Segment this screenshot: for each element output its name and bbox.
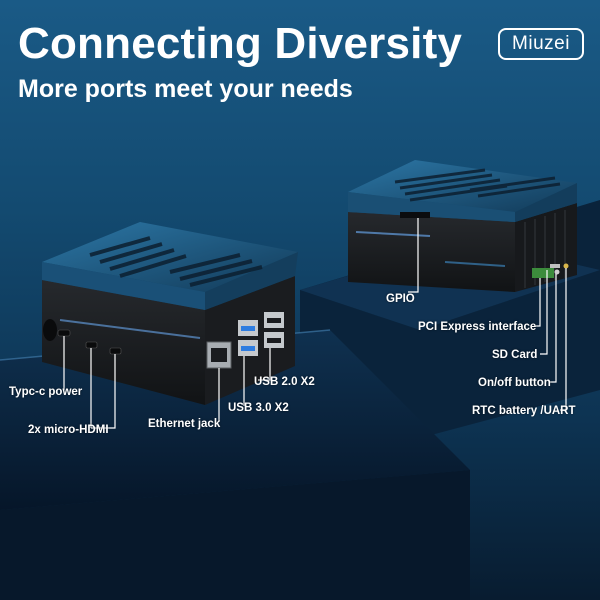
callout-sd-card: SD Card bbox=[492, 349, 538, 361]
right-case bbox=[348, 160, 577, 292]
callout-line-sd-card bbox=[540, 270, 548, 355]
brand-logo: Miuzei bbox=[498, 28, 584, 60]
right-case-led-strip-2 bbox=[444, 261, 506, 267]
usb3-port-2-tongue bbox=[241, 346, 255, 351]
callout-line-gpio bbox=[408, 218, 419, 293]
callout-pcie: PCI Express interface bbox=[418, 321, 537, 333]
left-case-lid-rim-side bbox=[205, 252, 298, 310]
typec-port bbox=[57, 329, 71, 337]
callout-line-usb2 bbox=[258, 348, 271, 381]
callout-typec-power: Typc-c power bbox=[9, 386, 83, 398]
callout-lines bbox=[63, 218, 567, 429]
callout-gpio: GPIO bbox=[386, 293, 415, 305]
ethernet-port-opening bbox=[211, 348, 227, 362]
left-lid-vents bbox=[89, 236, 263, 287]
left-case bbox=[42, 222, 298, 405]
left-case-lid-rim bbox=[42, 262, 205, 310]
on-off-button bbox=[554, 269, 560, 275]
right-case-lid-rim-side bbox=[515, 183, 577, 222]
sd-card-slot bbox=[550, 264, 560, 268]
subheadline: More ports meet your needs bbox=[18, 75, 353, 103]
left-case-led-strip bbox=[59, 319, 201, 339]
callout-line-micro-hdmi-2 bbox=[91, 354, 116, 429]
micro-hdmi-port-1 bbox=[85, 341, 98, 349]
callout-rtc-uart: RTC battery /UART bbox=[472, 405, 576, 417]
usb2-port-1-tongue bbox=[267, 318, 281, 323]
callout-on-off: On/off button bbox=[478, 377, 551, 389]
callout-line-pcie bbox=[536, 278, 541, 327]
right-case-front bbox=[348, 212, 515, 292]
micro-hdmi-port-2 bbox=[109, 347, 122, 355]
right-lid-vents bbox=[394, 168, 561, 202]
usb3-port-1-tongue bbox=[241, 326, 255, 331]
headline: Connecting Diversity bbox=[18, 19, 463, 68]
front-platform-face bbox=[0, 470, 470, 600]
gpio-header bbox=[400, 212, 430, 218]
rtc-battery-port bbox=[563, 263, 569, 269]
callout-ethernet: Ethernet jack bbox=[148, 418, 221, 430]
left-case-vent-hole bbox=[43, 319, 57, 341]
callout-micro-hdmi: 2x micro-HDMI bbox=[28, 424, 109, 436]
callout-usb2: USB 2.0 X2 bbox=[254, 376, 315, 388]
right-case-lid-rim bbox=[348, 192, 515, 222]
callout-usb3: USB 3.0 X2 bbox=[228, 402, 289, 414]
callout-line-rtc-uart bbox=[560, 268, 567, 411]
pcie-connector bbox=[532, 268, 554, 278]
usb2-port-2-tongue bbox=[267, 338, 281, 343]
callout-line-on-off bbox=[550, 274, 557, 383]
left-case-front bbox=[42, 280, 205, 405]
